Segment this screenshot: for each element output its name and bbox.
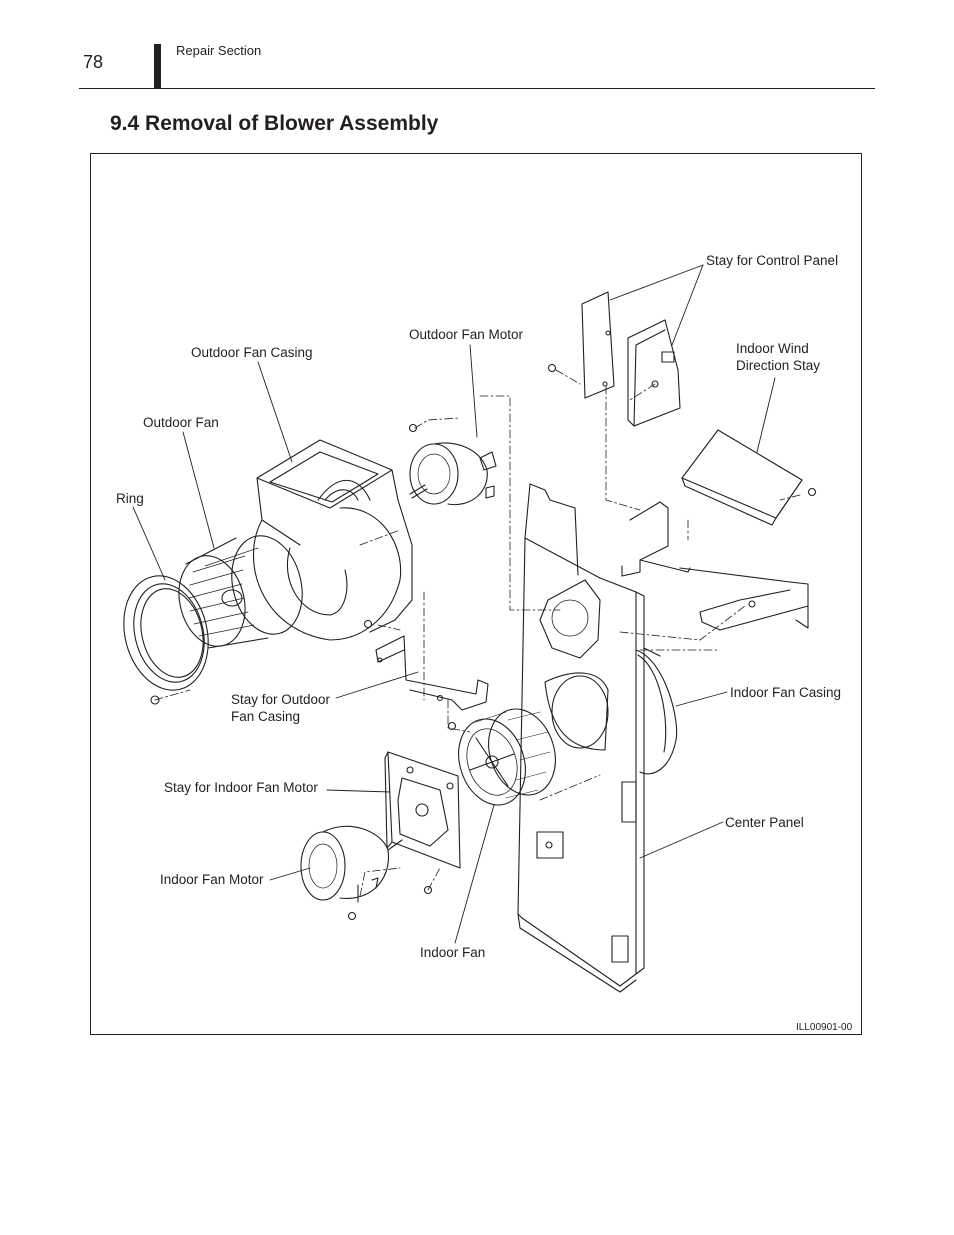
screw xyxy=(423,885,433,895)
label-center-panel: Center Panel xyxy=(725,815,804,830)
outdoor-fan-motor-part xyxy=(409,442,497,506)
screws xyxy=(150,363,817,921)
indoor-wind-direction-stay-part xyxy=(681,429,803,526)
header-rule xyxy=(79,88,875,89)
label-stay-for-indoor-fan-motor: Stay for Indoor Fan Motor xyxy=(164,780,318,795)
indoor-fan-part xyxy=(458,708,556,806)
outdoor-fan-part xyxy=(178,535,303,649)
label-stay-for-outdoor-fan-casing-line1: Stay for Outdoor xyxy=(231,692,331,707)
center-panel-part xyxy=(517,483,645,993)
screw xyxy=(807,487,817,497)
label-outdoor-fan: Outdoor Fan xyxy=(143,415,219,430)
label-ring: Ring xyxy=(116,491,144,506)
label-stay-for-control-panel: Stay for Control Panel xyxy=(706,253,839,268)
stay-for-control-panel-part xyxy=(581,291,681,427)
label-indoor-wind-direction-stay-line2: Direction Stay xyxy=(736,358,821,373)
bracket-frame-part xyxy=(621,501,809,631)
leader-lines xyxy=(132,264,776,944)
screw xyxy=(150,695,160,705)
label-indoor-wind-direction-stay-line1: Indoor Wind xyxy=(736,341,809,356)
label-outdoor-fan-motor: Outdoor Fan Motor xyxy=(409,327,524,342)
screw xyxy=(447,721,457,731)
section-name: Repair Section xyxy=(176,43,262,58)
screw xyxy=(363,619,373,629)
stay-for-indoor-fan-motor-part xyxy=(384,751,461,869)
label-indoor-fan-casing: Indoor Fan Casing xyxy=(730,685,842,700)
label-stay-for-outdoor-fan-casing-line2: Fan Casing xyxy=(231,709,301,724)
indoor-fan-casing-part xyxy=(635,647,678,775)
screw xyxy=(408,423,418,433)
label-stay-for-outdoor-fan-casing: Stay for Outdoor Fan Casing xyxy=(231,691,330,725)
indoor-fan-motor-part xyxy=(300,825,403,903)
label-outdoor-fan-casing: Outdoor Fan Casing xyxy=(191,345,313,360)
screw xyxy=(547,363,557,373)
screw xyxy=(347,911,357,921)
screw xyxy=(436,694,444,702)
label-indoor-fan: Indoor Fan xyxy=(420,945,486,960)
outdoor-fan-casing-part xyxy=(253,439,413,641)
ring-part xyxy=(123,575,209,691)
page-number: 78 xyxy=(83,52,104,72)
illustration-code: ILL00901-00 xyxy=(796,1022,853,1033)
header-bar xyxy=(154,44,161,88)
figure-frame xyxy=(90,153,862,1035)
stay-for-outdoor-fan-casing-part xyxy=(375,635,489,711)
assembly-axes xyxy=(154,369,801,897)
section-heading: 9.4 Removal of Blower Assembly xyxy=(110,112,439,135)
label-indoor-fan-motor: Indoor Fan Motor xyxy=(160,872,264,887)
label-indoor-wind-direction-stay: Indoor Wind Direction Stay xyxy=(736,340,820,374)
